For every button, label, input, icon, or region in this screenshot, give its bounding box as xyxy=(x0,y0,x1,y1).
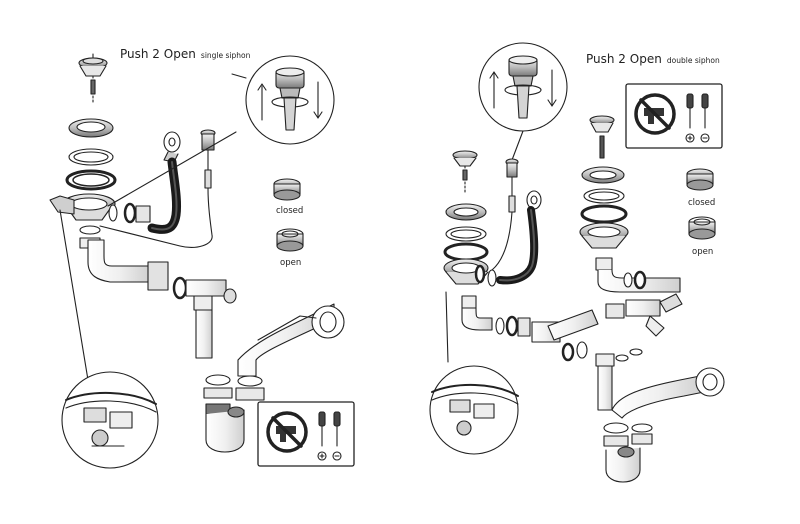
single-ring-b xyxy=(123,202,137,224)
screwdriver-minus-icon xyxy=(332,411,342,461)
double-push-cable xyxy=(491,158,519,271)
single-flange-rings xyxy=(62,118,117,221)
single-strainer-basket xyxy=(78,53,108,105)
single-siphon-assembly xyxy=(49,53,355,469)
single-title-main: Push 2 Open xyxy=(120,47,196,61)
single-state-closed-icon xyxy=(273,178,301,201)
single-magnifier-detail xyxy=(59,209,159,469)
screwdriver-minus-icon xyxy=(700,93,710,143)
double-magnifier-detail xyxy=(429,291,519,455)
double-left-strainer xyxy=(443,150,489,309)
double-title-main: Push 2 Open xyxy=(586,52,662,66)
single-washer xyxy=(79,225,101,235)
single-elbow-nut xyxy=(135,205,151,223)
double-title-sub: double siphon xyxy=(666,56,720,65)
no-drill-icon xyxy=(634,93,676,135)
double-open-label: open xyxy=(692,247,714,257)
single-open-label: open xyxy=(280,258,302,268)
single-drain-pipe xyxy=(87,239,237,359)
single-bracket xyxy=(49,195,75,215)
double-state-closed-icon xyxy=(686,168,714,191)
double-overflow-hose xyxy=(474,190,542,287)
double-siphon-assembly xyxy=(429,42,725,483)
single-push-cable xyxy=(99,129,216,248)
no-drill-icon xyxy=(266,411,308,453)
double-siphon-trap xyxy=(595,348,725,483)
screwdriver-plus-icon xyxy=(317,411,327,461)
single-state-open-icon xyxy=(276,228,304,252)
double-connecting-pipes xyxy=(461,293,683,362)
single-closed-label: closed xyxy=(276,206,304,216)
double-state-open-icon xyxy=(688,216,716,240)
double-detail-circle xyxy=(478,42,568,161)
double-warning-box xyxy=(625,83,723,149)
single-title-sub: single siphon xyxy=(200,51,251,60)
single-detail-circle xyxy=(107,55,335,207)
screwdriver-plus-icon xyxy=(685,93,695,143)
single-siphon-trap xyxy=(203,303,345,453)
double-closed-label: closed xyxy=(688,198,716,208)
single-warning-box xyxy=(257,401,355,467)
single-siphon-title: Push 2 Open single siphon xyxy=(120,43,250,62)
single-overflow-hose xyxy=(147,131,181,234)
single-ring-a xyxy=(108,204,118,222)
double-right-strainer xyxy=(579,115,681,293)
double-siphon-title: Push 2 Open double siphon xyxy=(586,48,720,67)
